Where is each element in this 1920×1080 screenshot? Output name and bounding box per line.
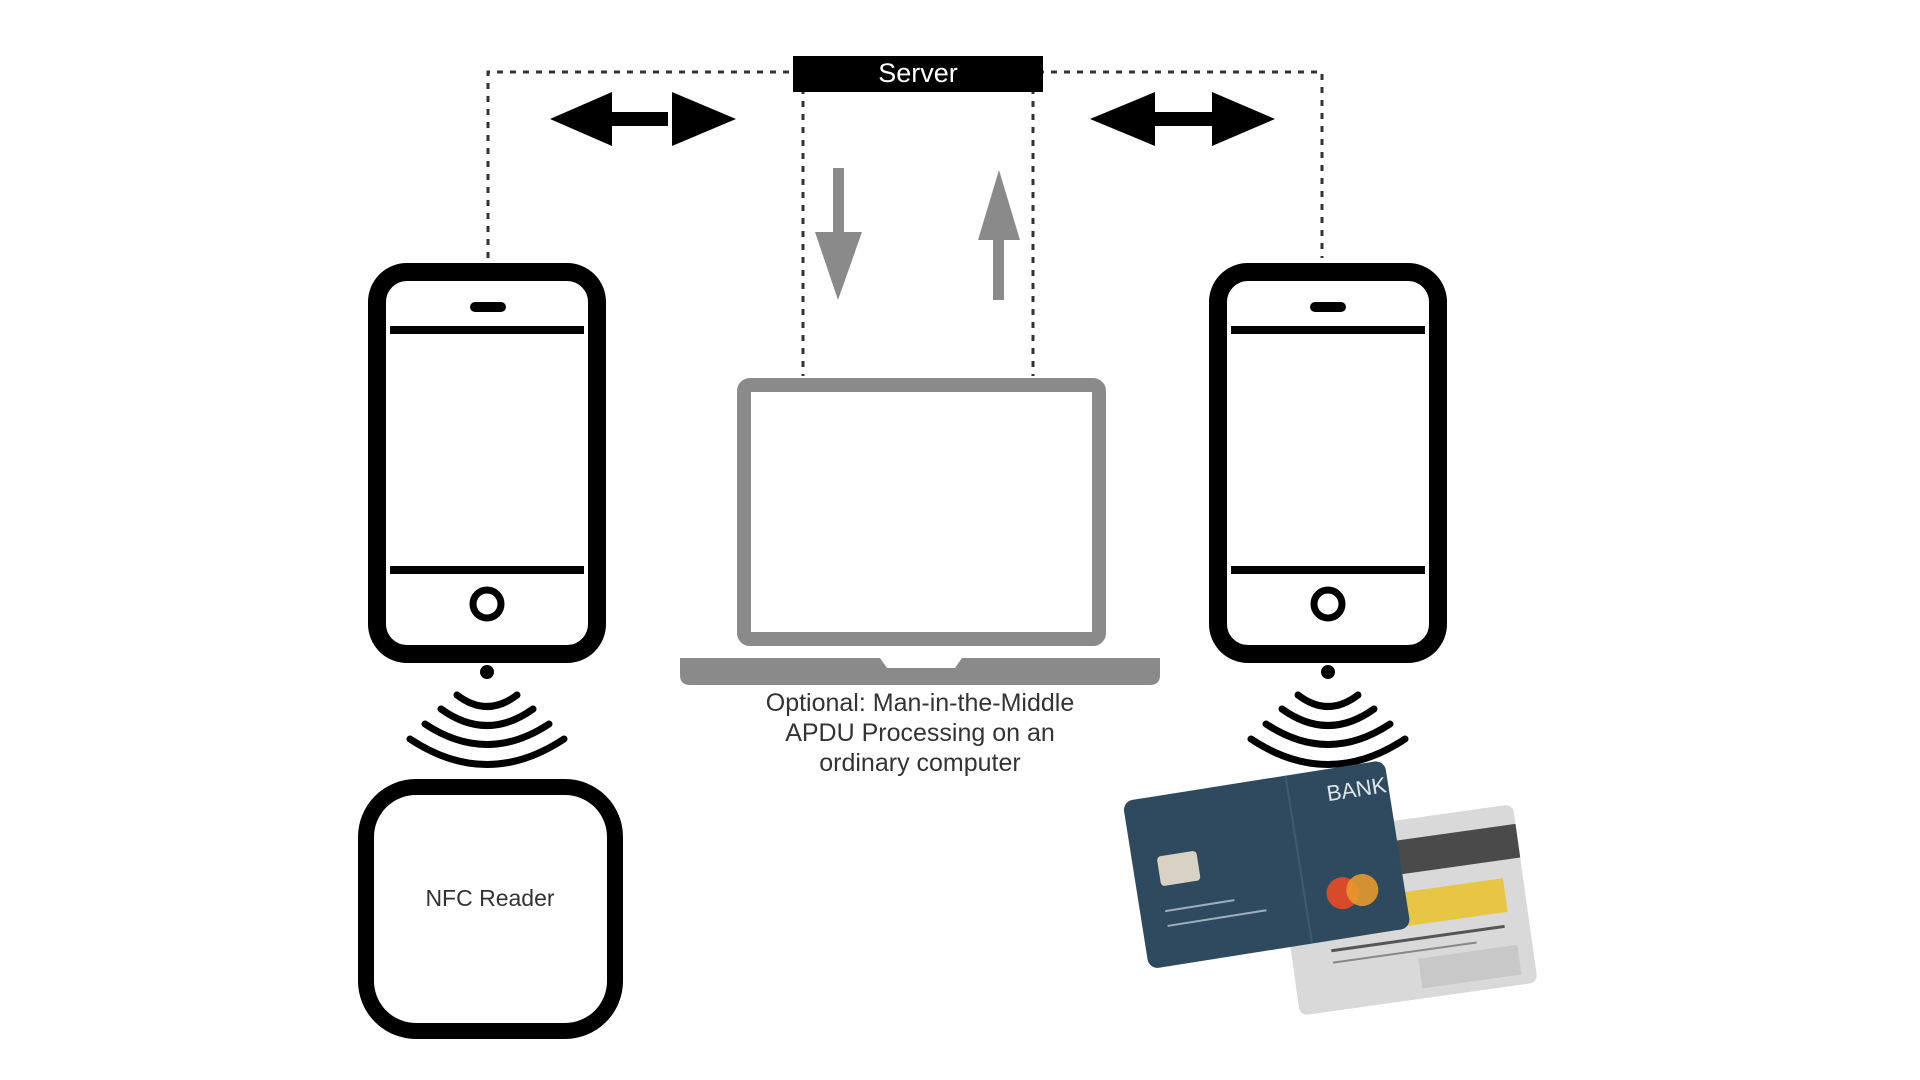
- dashed-connectors: [486, 70, 1324, 376]
- down-arrow-icon: [815, 168, 862, 300]
- caption-line-1: Optional: Man-in-the-Middle: [766, 689, 1074, 717]
- credit-card-icon: BANK: [1123, 761, 1410, 968]
- server-node: Server: [793, 56, 1043, 92]
- caption-line-3: ordinary computer: [819, 749, 1020, 777]
- nfc-reader-box: [358, 779, 623, 1039]
- right-nfc-wave-icon: [1247, 665, 1409, 768]
- card-chip: [1157, 851, 1201, 886]
- connector-right-phone-server: [1038, 70, 1324, 258]
- mastercard-orange-icon: [1346, 874, 1379, 907]
- server-label: Server: [878, 58, 958, 88]
- double-arrow-left: [550, 92, 736, 146]
- left-nfc-wave-icon: [406, 665, 568, 768]
- nfc-reader-label: NFC Reader: [425, 885, 554, 911]
- double-arrow-right: [1090, 92, 1275, 146]
- left-phone-icon: [368, 263, 606, 663]
- laptop-caption: Optional: Man-in-the-Middle APDU Process…: [766, 689, 1074, 777]
- laptop-icon: [680, 378, 1160, 685]
- up-arrow-icon: [978, 170, 1020, 300]
- nfc-reader: NFC Reader: [358, 779, 623, 1039]
- connector-left-phone-server: [486, 70, 793, 258]
- caption-line-2: APDU Processing on an: [785, 719, 1055, 747]
- server-bar: [793, 56, 1043, 92]
- right-phone-icon: [1209, 263, 1447, 663]
